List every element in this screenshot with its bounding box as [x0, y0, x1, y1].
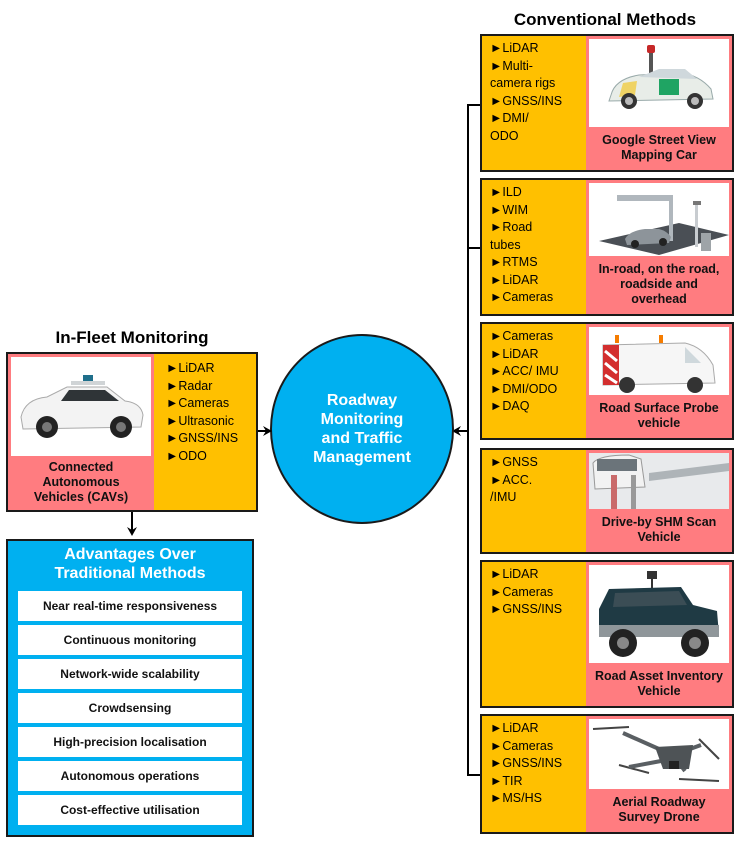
sensor-item: ►TIR: [490, 773, 523, 788]
sensor-list: ►GNSS ►ACC. /IMU: [482, 450, 586, 552]
sensor-item: ►Cameras: [490, 584, 554, 599]
sensor-item: ►Cameras: [490, 290, 554, 304]
sensor-item: ►GNSS: [490, 455, 538, 469]
drone-image: [589, 719, 729, 789]
advantage-item: Crowdsensing: [18, 693, 242, 723]
method-card-drone: ►LiDAR ►Cameras ►GNSS/INS ►TIR ►MS/HS Ae…: [480, 714, 734, 834]
sensor-list: ►LiDAR ►Multi- camera rigs ►GNSS/INS ►DM…: [482, 36, 586, 170]
hub-circle: Roadway Monitoring and Traffic Managemen…: [270, 334, 454, 524]
method-card-roadside: ►ILD ►WIM ►Road tubes ►RTMS ►LiDAR ►Came…: [480, 178, 734, 316]
method-card-street-view: ►LiDAR ►Multi- camera rigs ►GNSS/INS ►DM…: [480, 34, 734, 172]
sensor-item: ►LiDAR: [490, 346, 539, 361]
sensor-list: ►ILD ►WIM ►Road tubes ►RTMS ►LiDAR ►Came…: [482, 180, 586, 314]
sensor-item: ►Cameras: [166, 396, 230, 410]
arrow-left-icon: [452, 426, 461, 436]
probe-van-image: [589, 327, 729, 395]
sensor-item: ►LiDAR: [166, 361, 215, 375]
method-caption: Google Street View Mapping Car: [602, 133, 716, 162]
method-caption: Drive-by SHM Scan Vehicle: [601, 515, 717, 544]
sensor-item: ►DMI/: [490, 111, 529, 125]
sensor-item: ►LiDAR: [490, 567, 539, 581]
cav-caption: Connected Autonomous Vehicles (CAVs): [33, 460, 129, 504]
sensor-item: camera rigs: [490, 76, 556, 90]
arrow-down-icon: [127, 527, 137, 536]
sensor-item: ►Cameras: [490, 329, 554, 343]
advantages-panel: Advantages Over Traditional Methods Near…: [6, 539, 254, 837]
suv-image: [589, 565, 729, 663]
sensor-item: ►Cameras: [490, 738, 554, 753]
sensor-item: ►ACC/ IMU: [490, 364, 559, 378]
advantage-item: High-precision localisation: [18, 727, 242, 757]
sensor-item: ►Multi-: [490, 58, 533, 73]
sensor-item: ►Ultrasonic: [166, 413, 234, 428]
sensor-item: ►DMI/ODO: [490, 381, 558, 396]
hub-label: Roadway Monitoring and Traffic Managemen…: [313, 392, 411, 466]
conventional-methods-title: Conventional Methods: [513, 10, 697, 29]
advantage-item: Continuous monitoring: [18, 625, 242, 655]
sensor-list: ►LiDAR ►Cameras ►GNSS/INS: [482, 562, 586, 706]
sensor-item: ODO: [490, 128, 519, 143]
advantage-item: Cost-effective utilisation: [18, 795, 242, 825]
sensor-item: ►Road: [490, 220, 533, 234]
sensor-item: tubes: [490, 237, 521, 252]
advantage-item: Near real-time responsiveness: [18, 591, 242, 621]
in-fleet-title: In-Fleet Monitoring: [55, 328, 209, 347]
sensor-item: ►DAQ: [490, 399, 530, 413]
sensor-item: ►RTMS: [490, 255, 538, 269]
sensor-list: ►Cameras ►LiDAR ►ACC/ IMU ►DMI/ODO ►DAQ: [482, 324, 586, 438]
advantage-item: Network-wide scalability: [18, 659, 242, 689]
sensor-item: ►Radar: [166, 378, 213, 393]
connector-branch: [467, 247, 481, 249]
method-caption: Road Asset Inventory Vehicle: [594, 669, 724, 698]
sensor-item: ►LiDAR: [490, 41, 539, 55]
sensor-list: ►LiDAR ►Cameras ►GNSS/INS ►TIR ►MS/HS: [482, 716, 586, 832]
sensor-item: ►GNSS/INS: [490, 756, 563, 770]
sensor-item: ►GNSS/INS: [490, 93, 563, 108]
sensor-item: ►ILD: [490, 185, 522, 199]
sensor-item: /IMU: [490, 490, 517, 504]
connector-branch: [467, 774, 481, 776]
method-caption: Road Surface Probe vehicle: [599, 401, 719, 430]
method-card-probe-van: ►Cameras ►LiDAR ►ACC/ IMU ►DMI/ODO ►DAQ …: [480, 322, 734, 440]
street-view-car-image: [589, 39, 729, 127]
method-card-shm: ►GNSS ►ACC. /IMU Drive-by SHM Scan Vehic…: [480, 448, 734, 554]
advantage-item: Autonomous operations: [18, 761, 242, 791]
connector-trunk: [467, 104, 469, 776]
connector-fleet-to-advantages: [131, 512, 133, 532]
sensor-item: ►LiDAR: [490, 272, 539, 287]
sensor-item: ►ACC.: [490, 472, 533, 487]
method-card-asset-inventory: ►LiDAR ►Cameras ►GNSS/INS Road Asset Inv…: [480, 560, 734, 708]
roadside-gantry-image: [589, 183, 729, 256]
in-fleet-card: Connected Autonomous Vehicles (CAVs) ►Li…: [6, 352, 258, 512]
sensor-item: ►ODO: [166, 448, 207, 463]
arrow-right-icon: [263, 426, 272, 436]
method-caption: Aerial Roadway Survey Drone: [612, 795, 706, 824]
shm-car-image: [589, 453, 729, 509]
connector-branch: [467, 104, 481, 106]
sensor-item: ►WIM: [490, 202, 529, 217]
sensor-item: ►LiDAR: [490, 721, 539, 735]
method-caption: In-road, on the road, roadside and overh…: [598, 262, 720, 306]
sensor-item: ►MS/HS: [490, 791, 542, 805]
connector-fleet-to-hub: [258, 430, 266, 432]
sensor-item: ►GNSS/INS: [166, 431, 239, 445]
cav-image: [11, 357, 151, 456]
connector-to-hub: [458, 430, 468, 432]
sensor-item: ►GNSS/INS: [490, 602, 563, 616]
advantages-title: Advantages Over Traditional Methods: [54, 546, 206, 582]
sensor-list: ►LiDAR ►Radar ►Cameras ►Ultrasonic ►GNSS…: [154, 354, 256, 510]
